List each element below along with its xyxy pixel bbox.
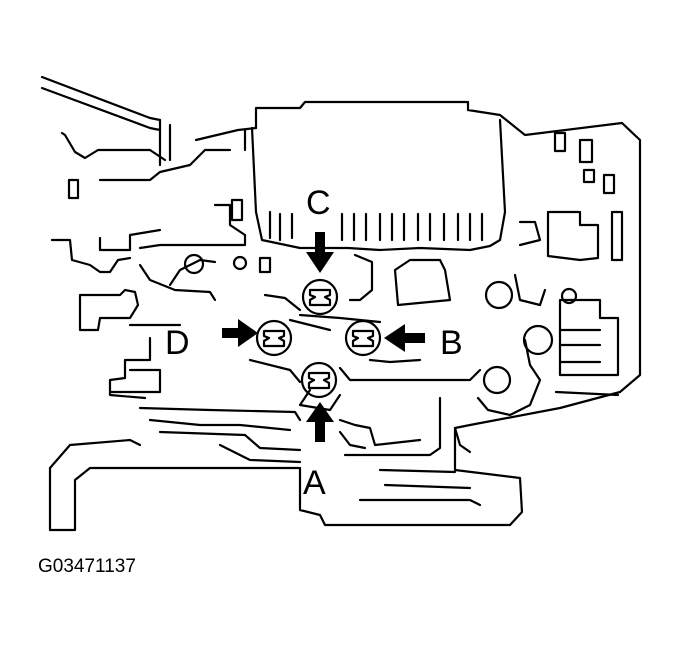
- check-ball-c: [301, 278, 339, 316]
- center-block: [248, 253, 482, 412]
- right-port-3: [482, 365, 512, 395]
- right-slot-2: [578, 138, 594, 164]
- arrow-b: [384, 324, 425, 352]
- right-port-4: [560, 287, 578, 305]
- right-slot-4: [582, 168, 596, 184]
- check-ball-d: [255, 319, 293, 357]
- check-ball-b: [344, 319, 382, 357]
- right-port-2: [522, 324, 554, 356]
- label-b: B: [440, 324, 463, 362]
- label-c: C: [306, 184, 331, 222]
- arrow-a: [306, 402, 334, 442]
- cable-lines: [40, 75, 172, 167]
- upper-housing: [194, 118, 507, 252]
- left-slot-2: [230, 198, 244, 222]
- label-d: D: [165, 324, 190, 362]
- right-slot-1: [553, 131, 567, 153]
- right-channels: [476, 210, 624, 417]
- check-ball-a: [300, 361, 338, 399]
- left-port: [183, 253, 205, 275]
- arrow-d: [222, 319, 258, 347]
- arrow-c: [306, 232, 334, 273]
- body-outline: [48, 100, 642, 532]
- right-port-1: [484, 280, 514, 310]
- left-channels: [50, 131, 247, 400]
- figure-id: G03471137: [38, 556, 136, 577]
- center-port: [232, 255, 248, 271]
- label-a: A: [303, 464, 326, 502]
- left-slot: [67, 178, 80, 200]
- right-slot-3: [602, 173, 616, 195]
- lower-channels: [138, 396, 482, 507]
